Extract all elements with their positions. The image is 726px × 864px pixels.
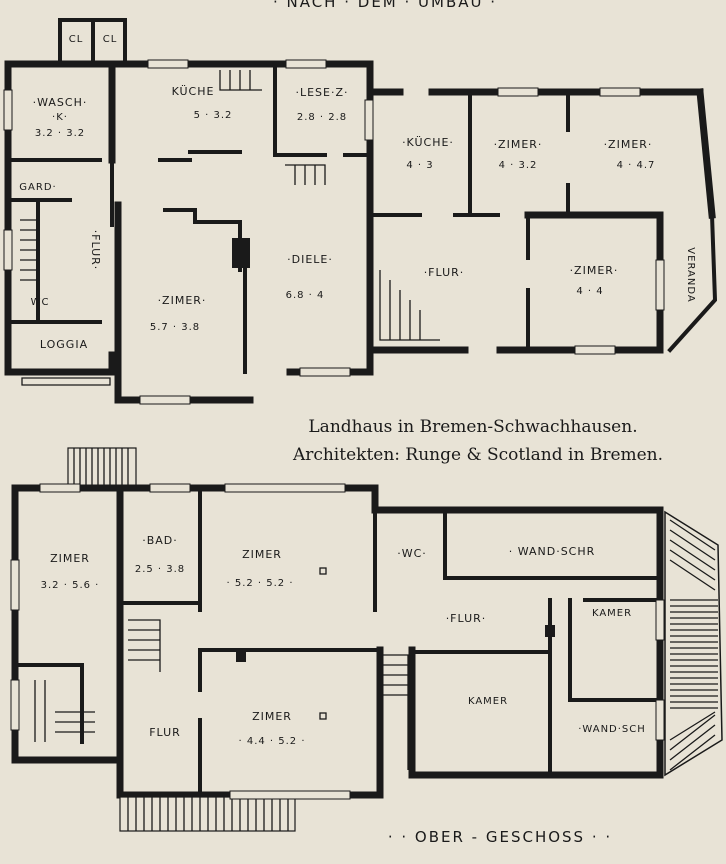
room-label-bad: ·BAD·: [142, 534, 178, 547]
room-label-kueche-east: ·KÜCHE·: [402, 136, 454, 149]
room-label-wc-upper: ·WC·: [397, 547, 427, 560]
room-dims-diele: 6.8 · 4: [286, 290, 325, 301]
room-label-kamer-1: KAMER: [592, 608, 632, 619]
room-dims-zimer-main: 5.7 · 3.8: [150, 322, 200, 333]
room-label-cl: CL: [103, 34, 118, 45]
room-dims-lese-z: 2.8 · 2.8: [297, 112, 347, 123]
room-label-flur-upper: ·FLUR·: [446, 612, 487, 625]
upper-floor-details: [10, 483, 665, 800]
room-label-zimer-east3: ·ZIMER·: [570, 264, 619, 277]
room-label-wc: WC: [31, 297, 50, 308]
room-label-zimer-upper-south: ZIMER: [252, 710, 292, 723]
room-label-wand-schr: · WAND·SCHR: [509, 545, 596, 558]
room-label-wand-sch: ·WAND·SCH: [578, 724, 646, 735]
ground-floor-stairs: [20, 70, 440, 386]
room-dims-bad: 2.5 · 3.8: [135, 564, 185, 575]
ground-floor-heading: · NACH · DEM · UMBAU ·: [273, 0, 497, 11]
room-label-kueche: KÜCHE: [172, 85, 215, 98]
room-label-zimer-main: ·ZIMER·: [158, 294, 207, 307]
ground-floor-windows: [3, 59, 665, 405]
room-label-wasch-k: ·K·: [52, 112, 68, 123]
room-label-kamer-2: KAMER: [468, 696, 508, 707]
room-dims-kueche: 5 · 3.2: [194, 110, 233, 121]
room-dims-zimer-upper-west: 3.2 · 5.6 ·: [41, 580, 100, 591]
caption-line-1: Landhaus in Bremen-Schwachhausen.: [308, 417, 637, 437]
room-dims-zimer-east2: 4 · 4.7: [617, 160, 656, 171]
room-label-veranda: VERANDA: [685, 247, 696, 302]
upper-floor-walls: [11, 447, 723, 799]
room-label-diele: ·DIELE·: [287, 253, 333, 266]
room-label-zimer-east1: ·ZIMER·: [494, 138, 543, 151]
room-dims-zimer-upper-south: · 4.4 · 5.2 ·: [238, 736, 305, 747]
upper-floor-roof-hatching: [119, 519, 718, 832]
room-dims-zimer-east1: 4 · 3.2: [499, 160, 538, 171]
room-label-flur-east: ·FLUR·: [424, 266, 465, 279]
caption-line-2: Architekten: Runge & Scotland in Bremen.: [292, 445, 663, 465]
room-label-flur-upper-west: FLUR: [149, 726, 181, 739]
room-label-flur-west: ·FLUR·: [89, 230, 102, 271]
upper-floor-heading: · · OBER - GESCHOSS · ·: [388, 828, 612, 846]
room-label-zimer-upper-west: ZIMER: [50, 552, 90, 565]
room-label-loggia: LOGGIA: [40, 338, 88, 351]
ground-floor-walls: [4, 18, 718, 404]
room-label-cl: CL: [69, 34, 84, 45]
room-label-zimer-upper-mid: ZIMER: [242, 548, 282, 561]
room-dims-wasch: 3.2 · 3.2: [35, 128, 85, 139]
room-dims-kueche-east: 4 · 3: [406, 160, 433, 171]
room-dims-zimer-upper-mid: · 5.2 · 5.2 ·: [226, 578, 293, 589]
room-label-lese-z: ·LESE·Z·: [295, 86, 348, 99]
room-dims-zimer-east3: 4 · 4: [576, 286, 603, 297]
room-label-zimer-east2: ·ZIMER·: [604, 138, 653, 151]
upper-floor-labels: ZIMER 3.2 · 5.6 · ·BAD· 2.5 · 3.8 ZIMER …: [41, 534, 646, 747]
room-label-gard: GARD·: [19, 182, 56, 193]
ground-floor-labels: CL CL ·WASCH· ·K· 3.2 · 3.2 KÜCHE 5 · 3.…: [19, 34, 696, 351]
room-label-wasch: ·WASCH·: [33, 96, 88, 109]
